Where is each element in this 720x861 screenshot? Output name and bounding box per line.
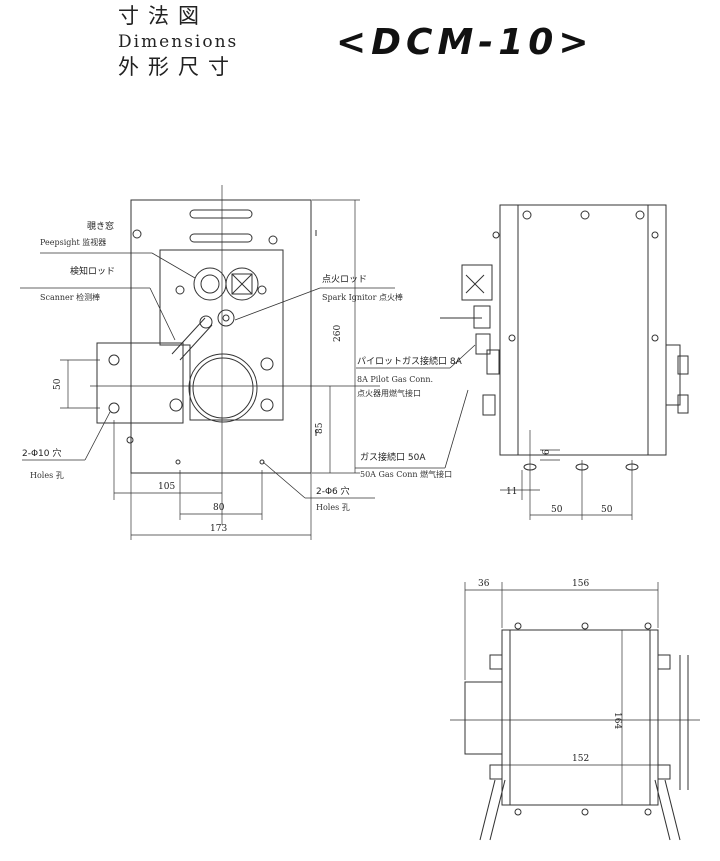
model-name: <DCM-10> <box>336 22 594 63</box>
bottom-burner-stub <box>464 681 503 755</box>
dim-105: 105 <box>158 482 175 492</box>
label-holes6-en: Holes 孔 <box>316 503 350 512</box>
label-gas-jp: ガス接続口 50A <box>360 451 426 463</box>
label-peepsight-jp: 覗き窓 <box>87 220 114 232</box>
side-view <box>440 204 689 471</box>
title-chinese: 外形尺寸 <box>118 55 238 79</box>
header-block: 寸法図 Dimensions 外形尺寸 <box>118 6 238 78</box>
label-holes6-spec: 2-Φ6 穴 <box>316 485 350 497</box>
dim-50b: 50 <box>601 505 613 515</box>
front-plate <box>130 199 312 474</box>
dim-260: 260 <box>333 325 343 342</box>
bottom-housing <box>501 629 659 806</box>
dim-156: 156 <box>572 579 589 589</box>
label-pilot-cn: 点火器用燃气接口 <box>357 388 421 398</box>
dim-6: 6 <box>542 449 552 455</box>
label-holes10-spec: 2-Φ10 穴 <box>22 447 61 459</box>
label-holes10-en: Holes 孔 <box>30 471 64 480</box>
label-gas-en: 50A Gas Conn 燃气接口 <box>360 469 452 479</box>
side-flange <box>665 344 681 406</box>
label-pilot-jp: パイロットガス接続口 8A <box>357 355 463 367</box>
dim-173: 173 <box>210 524 227 534</box>
dim-11: 11 <box>506 487 517 497</box>
label-spark-en: Spark Ignitor 点火棒 <box>322 292 403 302</box>
label-scanner-en: Scanner 检测棒 <box>40 292 100 302</box>
label-spark-jp: 点火ロッド <box>322 274 367 285</box>
title-english: Dimensions <box>118 32 239 52</box>
mounting-bracket <box>96 342 184 424</box>
dim-50-front: 50 <box>53 378 63 390</box>
dim-164: 164 <box>612 712 622 729</box>
peepsight-icon <box>193 267 227 301</box>
title-japanese: 寸法図 <box>118 4 208 28</box>
side-valve-box <box>461 264 493 301</box>
front-view <box>96 199 317 474</box>
gas-port-icon <box>188 353 258 423</box>
dim-80: 80 <box>213 503 225 513</box>
label-pilot-en: 8A Pilot Gas Conn. <box>357 375 433 384</box>
dim-152: 152 <box>572 754 589 764</box>
scanner-icon <box>199 315 213 329</box>
bottom-view <box>464 622 689 841</box>
spark-ignitor-icon <box>217 309 235 327</box>
dim-36: 36 <box>478 579 490 589</box>
label-peepsight-en: Peepsight 监视器 <box>40 237 106 247</box>
dim-50a: 50 <box>551 505 563 515</box>
label-scanner-jp: 検知ロッド <box>70 265 115 277</box>
side-housing <box>499 204 667 456</box>
dim-85: 85 <box>315 422 325 434</box>
